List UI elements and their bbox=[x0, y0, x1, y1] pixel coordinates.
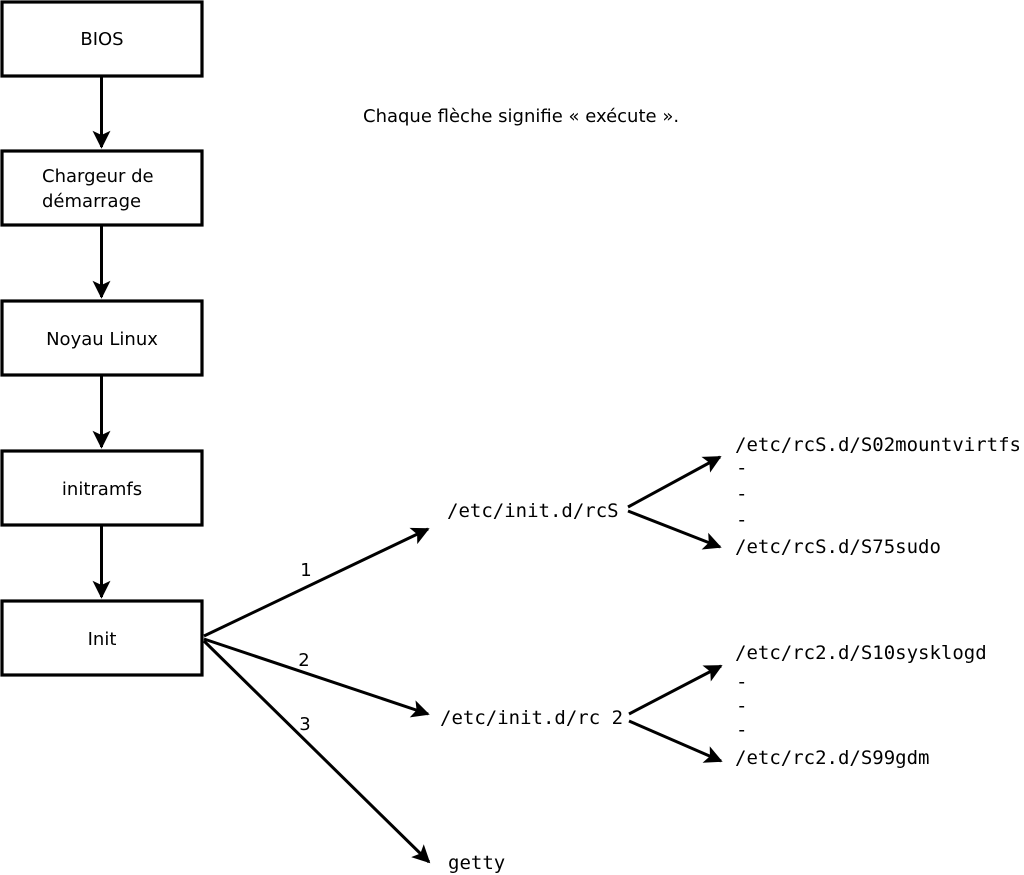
arrow-init-to-rcS bbox=[203, 527, 430, 638]
rc2-ellipsis-dash: - bbox=[736, 695, 747, 717]
branch-number-2: 2 bbox=[298, 650, 309, 671]
arrow-init-to-getty bbox=[202, 639, 431, 864]
box-bootloader-label-line2: démarrage bbox=[42, 191, 141, 212]
rc2-ellipsis-dash: - bbox=[736, 671, 747, 693]
box-kernel bbox=[0, 299, 204, 377]
node-rc2: /etc/init.d/rc 2 bbox=[440, 707, 623, 729]
box-bios bbox=[0, 0, 204, 78]
rcS-ellipsis-dash: - bbox=[736, 457, 747, 479]
node-rcS-first-script: /etc/rcS.d/S02mountvirtfs bbox=[735, 434, 1021, 456]
rcS-ellipsis-dash: - bbox=[736, 509, 747, 531]
box-initramfs-label: initramfs bbox=[62, 479, 142, 500]
box-bios-label: BIOS bbox=[80, 29, 123, 50]
box-kernel-label: Noyau Linux bbox=[46, 329, 158, 350]
rc2-ellipsis-dash: - bbox=[736, 719, 747, 741]
arrow-rcS-to-first-script bbox=[627, 455, 722, 509]
box-init bbox=[0, 599, 204, 677]
node-getty: getty bbox=[448, 852, 505, 874]
box-init-label: Init bbox=[88, 629, 117, 650]
branch-number-3: 3 bbox=[299, 714, 310, 735]
arrow-rcS-to-last-script bbox=[627, 509, 722, 550]
node-rcS: /etc/init.d/rcS bbox=[447, 500, 619, 522]
box-bootloader-label-line1: Chargeur de bbox=[42, 166, 154, 187]
arrow-rc2-to-last-script bbox=[628, 719, 723, 763]
node-rc2-last-script: /etc/rc2.d/S99gdm bbox=[735, 747, 929, 769]
arrow-rc2-to-first-script bbox=[628, 664, 723, 716]
node-rc2-first-script: /etc/rc2.d/S10sysklogd bbox=[735, 642, 987, 664]
box-initramfs bbox=[0, 449, 204, 527]
rcS-ellipsis-dash: - bbox=[736, 483, 747, 505]
arrow-init-to-rc2 bbox=[203, 637, 430, 718]
annotation-text: Chaque flèche signifie « exécute ». bbox=[363, 106, 679, 127]
branch-number-1: 1 bbox=[300, 560, 311, 581]
box-bootloader bbox=[0, 149, 204, 227]
node-rcS-last-script: /etc/rcS.d/S75sudo bbox=[735, 536, 941, 558]
